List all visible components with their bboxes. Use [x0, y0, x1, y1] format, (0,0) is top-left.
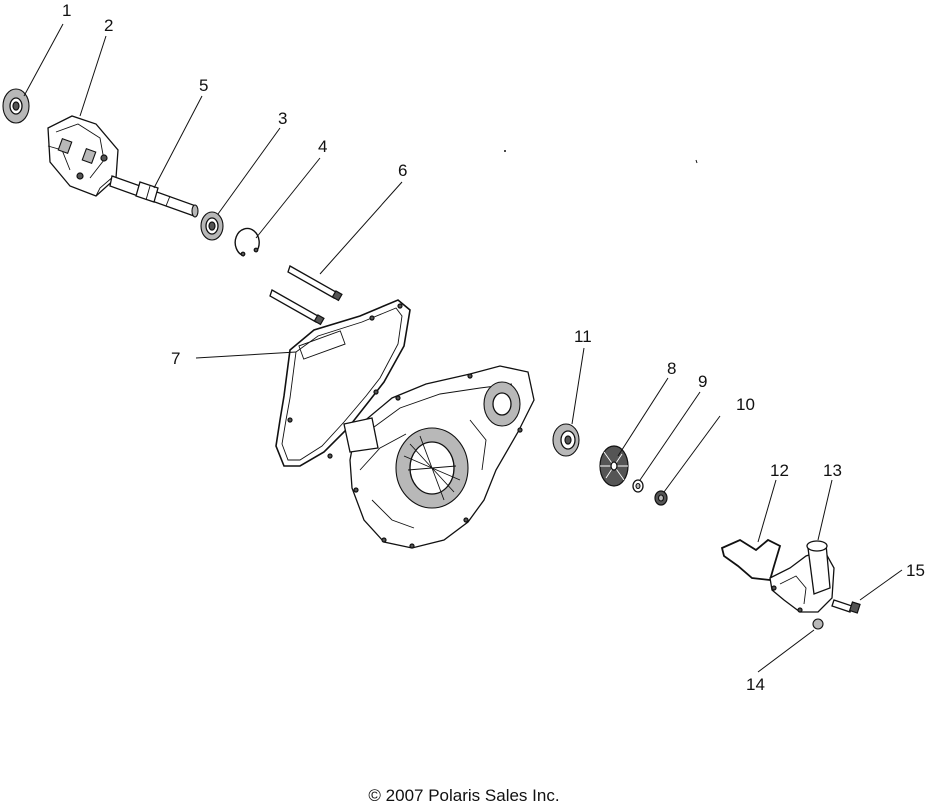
part-13-pump-cover: [769, 540, 835, 613]
speck: [504, 150, 506, 152]
callout-1: 1: [62, 1, 71, 20]
callout-4: 4: [318, 137, 327, 156]
part-9-washer: [632, 479, 644, 493]
copyright-text: © 2007 Polaris Sales Inc.: [368, 786, 560, 805]
part-2-pump-housing: [47, 115, 119, 197]
part-8-impeller: [599, 445, 629, 487]
callout-9: 9: [698, 372, 707, 391]
part-5-shaft: [109, 175, 199, 218]
part-11-seal: [552, 423, 580, 457]
callout-3: 3: [278, 109, 287, 128]
callout-13: 13: [823, 461, 842, 480]
callout-5: 5: [199, 76, 208, 95]
callout-8: 8: [667, 359, 676, 378]
part-12-o-ring: [720, 538, 782, 581]
callout-15: 15: [906, 561, 925, 580]
copyright-notice: © 2007 Polaris Sales Inc.: [0, 786, 928, 806]
part-14-bolt: [812, 618, 824, 630]
part-6-bolts: [269, 265, 343, 326]
callout-14: 14: [746, 675, 765, 694]
speck: [695, 159, 698, 164]
leader-lines: [23, 23, 903, 673]
part-4-snap-ring: [234, 227, 260, 257]
callout-11: 11: [574, 327, 592, 346]
part-3-bearing: [200, 211, 224, 241]
callout-10: 10: [736, 395, 755, 414]
callout-7: 7: [171, 349, 180, 368]
callout-6: 6: [398, 161, 407, 180]
part-10-nut: [654, 490, 668, 506]
part-1-gear: [2, 88, 30, 124]
callout-12: 12: [770, 461, 789, 480]
part-15-bolt: [831, 599, 861, 614]
callout-labels: 1 2 3 4 5 6 7 8 9 10 11 12 13 14 15: [62, 1, 925, 694]
part-7-gasket: [275, 299, 411, 467]
callout-2: 2: [104, 16, 113, 35]
crankcase-cover: [343, 365, 535, 549]
